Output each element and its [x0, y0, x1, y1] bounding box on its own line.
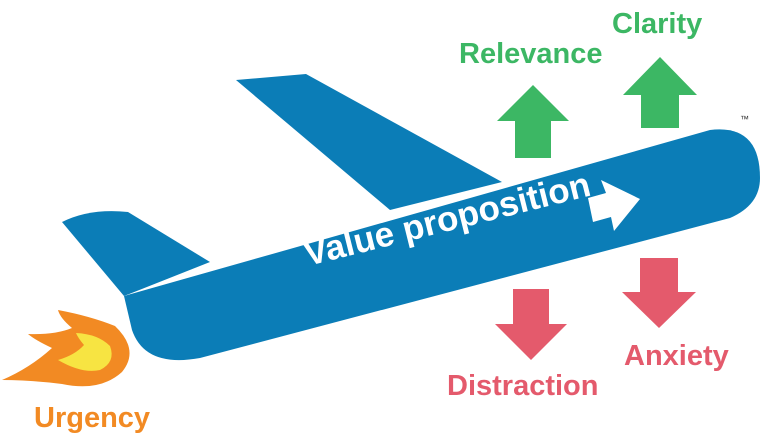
- trademark-mark: ™: [740, 114, 749, 124]
- anxiety-label: Anxiety: [624, 340, 729, 372]
- airplane-tail-fin: [62, 211, 210, 296]
- flame-icon: [2, 310, 130, 387]
- distraction-label: Distraction: [447, 370, 599, 402]
- arrow-up-icon: [623, 57, 697, 128]
- relevance-label: Relevance: [459, 38, 603, 70]
- airplane-fuselage: [124, 129, 760, 361]
- flame-inner: [58, 333, 112, 371]
- arrow-up-icon: [497, 85, 569, 158]
- clarity-label: Clarity: [612, 8, 703, 40]
- arrow-down-icon: [495, 289, 567, 360]
- airplane-upper-wing: [236, 74, 502, 210]
- urgency-label: Urgency: [34, 402, 151, 434]
- arrow-down-icon: [622, 258, 696, 328]
- airplane-icon: [62, 74, 760, 361]
- arrow-right-icon: [588, 180, 640, 231]
